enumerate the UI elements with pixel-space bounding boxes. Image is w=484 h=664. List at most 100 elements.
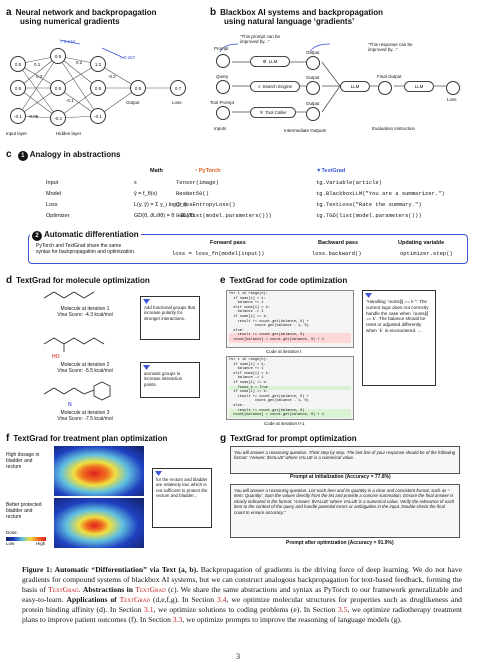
molecule-feedback-1: Add functional groups that increase pola… bbox=[140, 296, 200, 340]
weight-label: 0.3 bbox=[36, 74, 43, 79]
textgrad-icon bbox=[155, 471, 162, 476]
nn-node-input-2: 0.5 bbox=[10, 80, 26, 96]
tool-caller-box: ✕Tool Caller bbox=[250, 107, 296, 118]
search-engine-box: ⌕Search Engine bbox=[250, 81, 300, 92]
code-line: found_k = True bbox=[229, 385, 351, 391]
row-label: Loss bbox=[46, 202, 58, 208]
prompt-gradient-text: “This prompt can be improved by...” bbox=[240, 34, 281, 44]
inputs-label: Inputs bbox=[214, 126, 227, 131]
code-iteration-t: for i in range(n): if nums[i] > k: balan… bbox=[226, 290, 354, 348]
code-line: result += count.get(balance, 0) + bbox=[229, 319, 309, 324]
loss-label-b: Loss bbox=[447, 97, 457, 102]
update-variable-code: optimizer.step() bbox=[400, 250, 453, 257]
hidden-layer-label: Hidden layer bbox=[56, 131, 82, 136]
output-node-3 bbox=[306, 107, 320, 121]
molecule-drawings: HO N bbox=[43, 291, 111, 408]
query-node bbox=[216, 80, 230, 94]
tool-prompt-label: Tool Prompt bbox=[210, 100, 235, 105]
row-math: ŷ = f_θ(x) bbox=[134, 191, 158, 197]
col-textgrad: ▼TextGrad bbox=[316, 168, 346, 174]
molecule-feedback-2: aromatic groups to increase interaction … bbox=[140, 362, 200, 398]
code-line: if nums[i] > k: bbox=[229, 296, 266, 301]
tool-prompt-node bbox=[216, 106, 230, 120]
prompt-node bbox=[216, 54, 230, 68]
code-line: else: bbox=[229, 328, 245, 333]
blackbox-diagram bbox=[219, 43, 446, 113]
row-pytorch: Tensor(image) bbox=[176, 179, 219, 186]
row-textgrad: tg.TGD(list(model.parameters())) bbox=[316, 212, 422, 219]
dose-low-label: Low bbox=[6, 541, 15, 546]
dose-map-1 bbox=[54, 446, 144, 496]
row-pytorch: ResNet50() bbox=[176, 190, 210, 197]
textgrad-icon bbox=[365, 293, 372, 298]
prompt-initial-label: Prompt at initialization (Accuracy = 77.… bbox=[290, 474, 391, 480]
textgrad-icon: ▼ bbox=[316, 168, 322, 174]
weight-label: 0.2 bbox=[76, 60, 83, 65]
response-gradient-text: “This response can be improved by...” bbox=[368, 42, 413, 52]
output-1-label: Output bbox=[306, 50, 320, 55]
code-line: balance -= 1 bbox=[229, 376, 264, 381]
row-textgrad: tg.Variable(article) bbox=[316, 179, 383, 186]
dose-colorbar-label: Dose: bbox=[6, 530, 18, 535]
code-line: elif nums[i] < k: bbox=[229, 371, 270, 376]
code-line: balance += 1 bbox=[229, 301, 264, 306]
textgrad-icon bbox=[143, 299, 150, 304]
code-line: count.get(balance - 1, 0) bbox=[229, 324, 309, 329]
code-t1-label: Code at iteration t+1 bbox=[264, 421, 305, 426]
code-line: result += count.get(balance, 0) bbox=[229, 408, 351, 414]
code-line: if nums[i] > k: bbox=[229, 362, 266, 367]
row-pytorch: SGD(list(model.parameters())) bbox=[176, 212, 272, 219]
row-pytorch: CrossEntropyLoss() bbox=[176, 201, 236, 208]
query-label: Query bbox=[216, 74, 229, 79]
prompt-label: Prompt bbox=[214, 46, 229, 51]
weight-label: -0.1 bbox=[66, 98, 74, 103]
nn-node-input-3: -0.1 bbox=[10, 108, 26, 124]
svg-text:N: N bbox=[68, 402, 72, 408]
figure-caption: Figure 1: Automatic “Differentiation” vi… bbox=[22, 565, 462, 624]
code-line: count.get(balance - 1, 0) bbox=[229, 399, 309, 404]
backward-pass-title: Backward pass bbox=[318, 240, 359, 246]
code-line: balance += 1 bbox=[229, 367, 264, 372]
col-pytorch: ◔ PyTorch bbox=[194, 168, 221, 174]
tool-icon: ✕ bbox=[259, 109, 264, 115]
llm-box: ⚙LLM bbox=[250, 56, 290, 67]
pytorch-icon: ◔ bbox=[194, 168, 198, 174]
evaluation-instruction-label: Evaluation Instruction bbox=[372, 126, 416, 131]
code-iteration-t1: for i in range(n): if nums[i] > k: balan… bbox=[226, 356, 354, 420]
row-textgrad: tg.BlackboxLLM("You are a summarizer.") bbox=[316, 190, 445, 197]
robot-icon: ⚙ bbox=[262, 58, 267, 64]
code-t-label: Code at iteration t bbox=[266, 349, 302, 354]
dose-map-2 bbox=[54, 498, 144, 548]
update-variable-title: Updating variable bbox=[398, 240, 445, 246]
svg-text:HO: HO bbox=[52, 354, 60, 360]
code-line: count[balance] = count.get(balance, 0) +… bbox=[229, 413, 351, 418]
code-line: result += count.get(balance, 0) + bbox=[229, 394, 309, 399]
code-line: result += count.get(balance, 0) bbox=[229, 333, 351, 338]
code-line: if nums[i] == k: bbox=[229, 314, 268, 319]
prompt-optimized-label: Prompt after optimization (Accuracy = 91… bbox=[286, 540, 394, 546]
neural-net-diagram bbox=[17, 39, 170, 119]
panel-c-title: c 1 Analogy in abstractions bbox=[6, 149, 121, 161]
row-math: x bbox=[134, 180, 137, 186]
output-node-2 bbox=[306, 81, 320, 95]
row-math: L(y, ŷ) = Σ y_i log(ŷ_i) bbox=[134, 202, 187, 208]
nn-node-output: 0.5 bbox=[130, 80, 146, 96]
weight-label: -0.05 bbox=[28, 114, 39, 119]
llm-box-2: LLM bbox=[340, 81, 370, 92]
output-node-1 bbox=[306, 56, 320, 70]
code-line: for i in range(n): bbox=[229, 292, 268, 296]
code-line: if nums[i] == k: bbox=[229, 380, 268, 385]
row-label: Input bbox=[46, 180, 59, 186]
code-feedback: “Handling `nums[i] == k`”: The current l… bbox=[362, 290, 436, 386]
code-line: else: bbox=[229, 403, 245, 408]
row-textgrad: tg.TextLoss("Rate the summary.") bbox=[316, 201, 422, 208]
output-2-label: Output bbox=[306, 75, 320, 80]
final-output-node bbox=[378, 81, 392, 95]
row-label: Model bbox=[46, 191, 61, 197]
